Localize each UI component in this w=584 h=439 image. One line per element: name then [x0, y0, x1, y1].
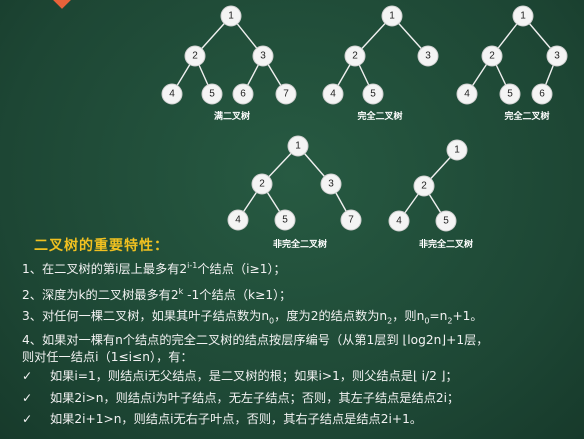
property-4-line-1: 4、如果对一棵有n个结点的完全二叉树的结点按层序编号（从第1层到 ⌊log2n⌋… [22, 333, 489, 348]
svg-text:1: 1 [228, 11, 234, 22]
tree-node: 1 [381, 5, 403, 27]
svg-text:6: 6 [240, 89, 246, 100]
tree-node: 3 [320, 173, 342, 195]
tree-node: 7 [340, 209, 362, 231]
svg-text:5: 5 [443, 216, 449, 227]
tree-caption: 非完全二叉树 [273, 238, 327, 250]
svg-text:2: 2 [489, 51, 495, 62]
tree-caption: 完全二叉树 [504, 110, 549, 122]
properties-section: 二叉树的重要特性： 1、在二叉树的第i层上最多有2i-1个结点（i≥1）； 2、… [22, 235, 582, 431]
tree-node: 1 [287, 135, 309, 157]
property-2: 2、深度为k的二叉树最多有2k -1个结点（k≥1）； [22, 286, 292, 302]
tree-node: 3 [252, 45, 274, 67]
svg-text:3: 3 [328, 179, 334, 190]
svg-text:6: 6 [539, 89, 545, 100]
tree-node: 2 [344, 45, 366, 67]
tree-node: 6 [232, 83, 254, 105]
tree-node: 3 [417, 45, 439, 67]
svg-text:5: 5 [507, 89, 513, 100]
svg-text:4: 4 [464, 89, 470, 100]
tree-node: 4 [456, 83, 478, 105]
svg-text:2: 2 [421, 181, 427, 192]
tree-node: 2 [481, 45, 503, 67]
tree-node: 4 [161, 83, 183, 105]
check-icon: ✓ [22, 412, 33, 427]
tree-node: 7 [275, 83, 297, 105]
svg-text:3: 3 [260, 51, 266, 62]
svg-text:4: 4 [330, 89, 336, 100]
tree-caption: 满二叉树 [214, 110, 250, 122]
check-icon: ✓ [22, 369, 33, 384]
svg-text:2: 2 [352, 51, 358, 62]
svg-text:1: 1 [295, 141, 301, 152]
tree-caption: 完全二叉树 [357, 110, 402, 122]
binary-tree-diagrams: 1 2 3 4 5 6 7 满二叉树 1 2 3 4 5 完全二叉树 [161, 5, 568, 250]
svg-text:3: 3 [425, 51, 431, 62]
tree-noncomplete-b: 1 2 4 5 非完全二叉树 [388, 139, 473, 250]
svg-text:1: 1 [520, 11, 526, 22]
tree-node: 1 [512, 5, 534, 27]
svg-text:4: 4 [396, 216, 402, 227]
tree-complete-a: 1 2 3 4 5 完全二叉树 [322, 5, 439, 122]
svg-text:4: 4 [169, 89, 175, 100]
properties-heading: 二叉树的重要特性： [34, 238, 169, 254]
check-icon: ✓ [22, 390, 33, 405]
tree-node: 5 [201, 83, 223, 105]
tree-node: 4 [322, 83, 344, 105]
svg-text:1: 1 [454, 145, 460, 156]
tree-node: 4 [227, 209, 249, 231]
tree-node: 2 [413, 175, 435, 197]
tree-node: 1 [446, 139, 468, 161]
svg-text:1: 1 [389, 11, 395, 22]
svg-text:5: 5 [282, 215, 288, 226]
tree-node: 3 [546, 45, 568, 67]
svg-text:5: 5 [209, 89, 215, 100]
svg-text:7: 7 [348, 215, 354, 226]
svg-text:5: 5 [370, 89, 376, 100]
tree-node: 5 [362, 83, 384, 105]
tree-noncomplete-a: 1 2 3 4 5 7 非完全二叉树 [227, 135, 362, 250]
tree-node: 5 [499, 83, 521, 105]
property-1: 1、在二叉树的第i层上最多有2i-1个结点（i≥1）； [22, 261, 286, 277]
tree-node: 2 [251, 173, 273, 195]
svg-text:2: 2 [192, 51, 198, 62]
svg-text:3: 3 [554, 51, 560, 62]
check-item: ✓如果i=1，则结点i无父结点，是二叉树的根；如果i>1，则父结点是⌊ i/2 … [22, 366, 582, 388]
svg-text:7: 7 [283, 89, 289, 100]
tree-node: 1 [220, 5, 242, 27]
svg-text:2: 2 [259, 179, 265, 190]
tree-node: 5 [274, 209, 296, 231]
tree-node: 5 [435, 210, 457, 232]
check-item: ✓如果2i+1>n，则结点i无右子叶点，否则，其右子结点是结点2i+1。 [22, 409, 582, 431]
tree-node: 4 [388, 210, 410, 232]
property-4-line-2: 则对任一结点i（1≤i≤n），有： [22, 350, 193, 365]
tree-full: 1 2 3 4 5 6 7 满二叉树 [161, 5, 297, 122]
tree-complete-b: 1 2 3 4 5 6 完全二叉树 [456, 5, 568, 122]
check-item: ✓如果2i>n，则结点i为叶子结点，无左子结点；否则，其左子结点是结点2i； [22, 388, 582, 410]
tree-node: 6 [531, 83, 553, 105]
svg-text:4: 4 [235, 215, 241, 226]
property-3: 3、对任何一棵二叉树，如果其叶子结点数为n0，度为2的结点数为n2，则n0=n2… [22, 309, 483, 326]
tree-node: 2 [184, 45, 206, 67]
tree-caption: 非完全二叉树 [419, 238, 473, 250]
